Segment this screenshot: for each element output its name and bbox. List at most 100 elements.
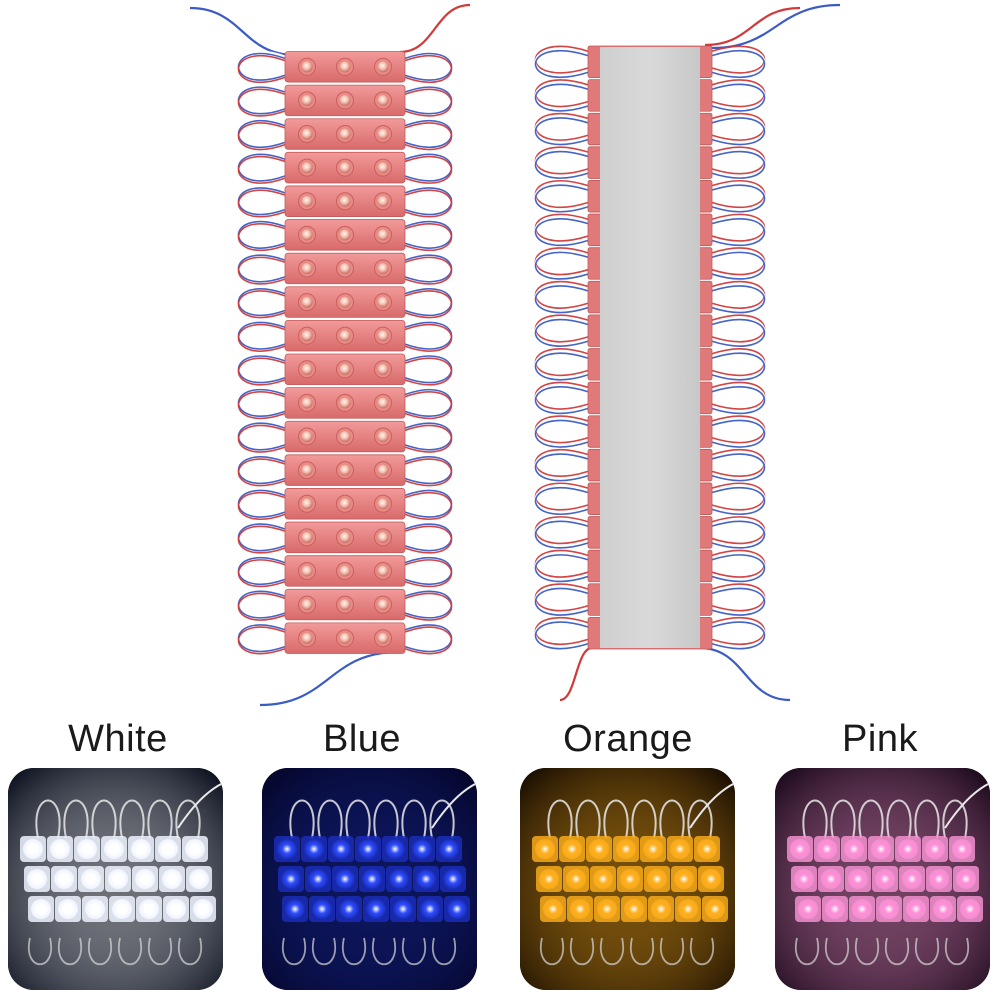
thumb-led bbox=[58, 899, 78, 919]
loop-wire bbox=[711, 249, 766, 278]
thumb-led bbox=[277, 839, 297, 859]
thumb-led bbox=[366, 899, 386, 919]
loop-wire bbox=[404, 559, 453, 588]
loop-wire bbox=[404, 220, 453, 249]
led-lens bbox=[301, 565, 313, 577]
led-lens bbox=[339, 162, 351, 174]
thumb-led bbox=[593, 869, 613, 889]
loop-wire bbox=[237, 256, 286, 285]
loop-wire bbox=[404, 189, 453, 218]
thumb-wire bbox=[830, 799, 856, 839]
loop-wire bbox=[237, 153, 286, 182]
thumb-led bbox=[624, 899, 644, 919]
led-lens bbox=[301, 262, 313, 274]
variant-label-blue: Blue bbox=[322, 718, 402, 760]
thumb-led bbox=[81, 869, 101, 889]
loop-wire bbox=[237, 357, 286, 386]
thumb-led bbox=[389, 869, 409, 889]
led-lens bbox=[377, 262, 389, 274]
thumb-led bbox=[312, 899, 332, 919]
loop-wire bbox=[534, 587, 589, 616]
led-lens bbox=[339, 632, 351, 644]
thumb-led bbox=[570, 899, 590, 919]
loop-wire bbox=[534, 115, 589, 143]
lead-wire bbox=[189, 6, 296, 57]
lead-wire bbox=[559, 646, 593, 702]
loop-wire bbox=[404, 223, 453, 252]
thumb-led bbox=[933, 899, 953, 919]
led-lens bbox=[301, 94, 313, 106]
led-lens bbox=[301, 229, 313, 241]
loop-wire bbox=[534, 585, 589, 614]
thumb-led bbox=[308, 869, 328, 889]
thumb-led bbox=[790, 839, 810, 859]
loop-wire bbox=[711, 520, 766, 549]
loop-wire bbox=[237, 321, 286, 350]
led-lens bbox=[301, 599, 313, 611]
loop-wire bbox=[237, 290, 286, 319]
loop-wire bbox=[404, 122, 453, 151]
thumb-wire bbox=[175, 799, 201, 839]
thumb-led bbox=[906, 899, 926, 919]
led-lens bbox=[339, 565, 351, 577]
thumb-led bbox=[50, 839, 70, 859]
loop-wire bbox=[404, 556, 453, 585]
loop-wire bbox=[237, 55, 286, 84]
thumb-wire bbox=[824, 937, 850, 965]
loop-wire bbox=[237, 122, 286, 151]
led-lens bbox=[301, 296, 313, 308]
thumb-led bbox=[393, 899, 413, 919]
loop-wire bbox=[404, 288, 453, 317]
loop-wire bbox=[711, 552, 766, 580]
led-lens bbox=[339, 531, 351, 543]
thumb-led bbox=[817, 839, 837, 859]
thumb-wire bbox=[311, 937, 337, 965]
thumb-led bbox=[77, 839, 97, 859]
loop-wire bbox=[237, 458, 286, 487]
thumb-wire bbox=[147, 799, 173, 839]
variant-label-orange: Orange bbox=[563, 718, 693, 760]
thumb-led bbox=[566, 869, 586, 889]
thumb-led bbox=[54, 869, 74, 889]
loop-wire bbox=[534, 215, 589, 244]
loop-wire bbox=[404, 357, 453, 386]
variant-photo-orange bbox=[520, 768, 735, 990]
loop-wire bbox=[237, 525, 286, 554]
loop-wire bbox=[711, 383, 766, 412]
loop-wire bbox=[404, 590, 453, 619]
loop-wire bbox=[237, 422, 286, 451]
led-lens bbox=[301, 363, 313, 375]
thumb-led bbox=[960, 899, 980, 919]
thumb-led bbox=[185, 839, 205, 859]
loop-wire bbox=[404, 86, 453, 115]
loop-wire bbox=[711, 83, 766, 112]
loop-wire bbox=[711, 150, 766, 179]
thumb-led bbox=[562, 839, 582, 859]
loop-wire bbox=[711, 148, 766, 177]
led-lens bbox=[339, 397, 351, 409]
thumb-led bbox=[956, 869, 976, 889]
loop-wire bbox=[534, 518, 589, 547]
thumb-led bbox=[104, 839, 124, 859]
loop-wire bbox=[711, 453, 766, 482]
led-lens bbox=[301, 128, 313, 140]
thumb-wire bbox=[87, 937, 113, 965]
thumb-led bbox=[539, 869, 559, 889]
loop-wire bbox=[237, 355, 286, 384]
led-lens bbox=[301, 330, 313, 342]
led-lens bbox=[301, 498, 313, 510]
thumb-led bbox=[678, 899, 698, 919]
led-lens bbox=[339, 363, 351, 375]
loop-wire bbox=[711, 352, 766, 381]
front-strip-wires bbox=[164, 3, 471, 710]
thumb-led bbox=[643, 839, 663, 859]
thumb-led bbox=[848, 869, 868, 889]
loop-wire bbox=[237, 155, 286, 184]
led-lens bbox=[301, 431, 313, 443]
loop-wire bbox=[237, 120, 286, 149]
thumb-led bbox=[27, 869, 47, 889]
loop-wire bbox=[404, 120, 453, 149]
back-strip-wires bbox=[534, 3, 841, 707]
thumb-led bbox=[705, 899, 725, 919]
led-lens bbox=[377, 531, 389, 543]
